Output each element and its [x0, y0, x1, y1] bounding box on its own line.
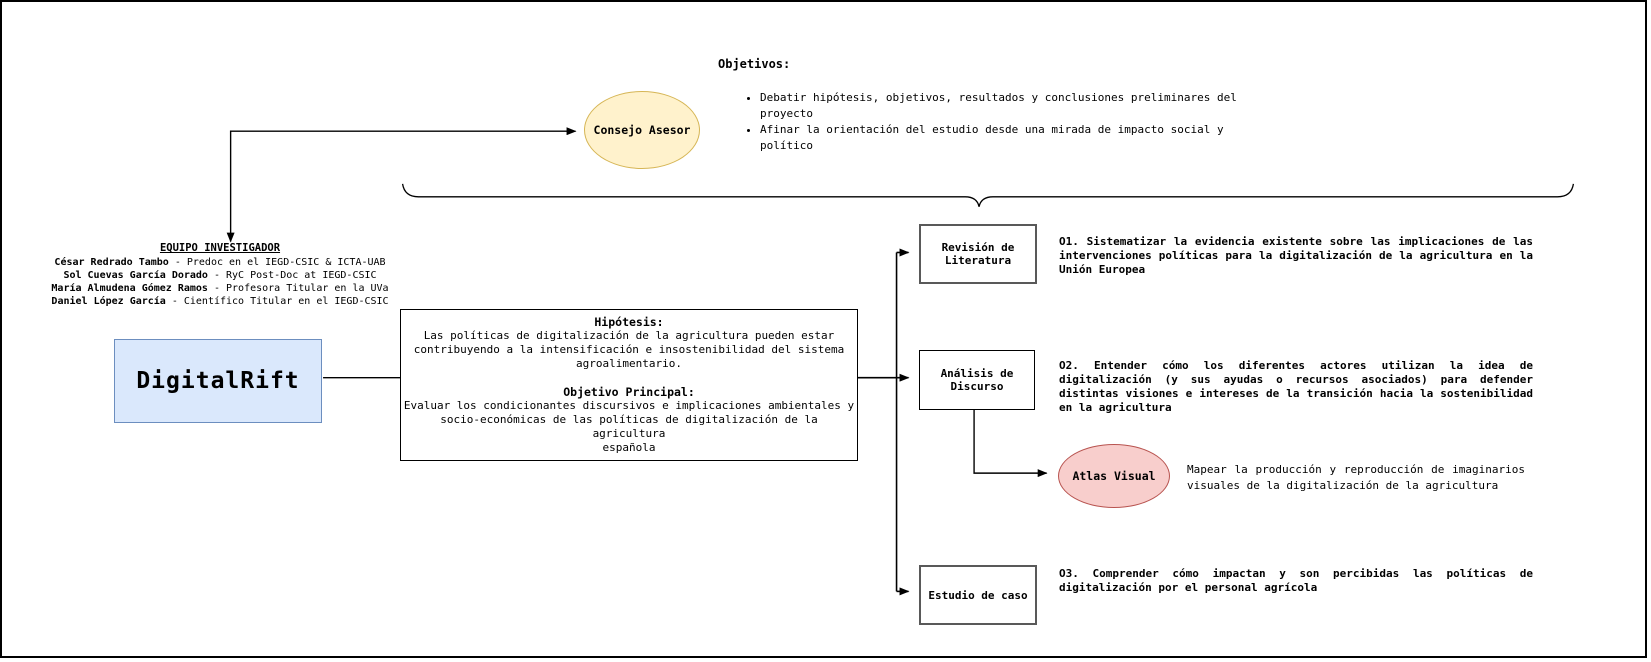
objective-bullet: Debatir hipótesis, objetivos, resultados… [760, 90, 1238, 122]
discourse-atlas-arrow [973, 408, 1048, 478]
objectives-title: Objetivos: [718, 57, 791, 71]
team-member: Daniel López García - Científico Titular… [50, 295, 390, 308]
case-study-label: Estudio de caso [928, 588, 1028, 602]
member-separator: - [165, 296, 184, 307]
advisory-board-node[interactable]: Consejo Asesor [584, 91, 700, 169]
member-name: María Almudena Gómez Ramos [51, 283, 208, 294]
team-title: EQUIPO INVESTIGADOR [159, 242, 281, 254]
case-study-node[interactable]: Estudio de caso [919, 565, 1037, 625]
literature-review-node[interactable]: Revisión de Literatura [919, 224, 1037, 284]
hypothesis-title: Hipótesis: [594, 315, 664, 329]
project-node[interactable]: DigitalRift [114, 339, 322, 423]
team-advisory-connector-arrow [226, 127, 577, 243]
main-objective-title: Objetivo Principal: [563, 385, 695, 399]
team-member: María Almudena Gómez Ramos - Profesora T… [50, 282, 390, 295]
advisory-board-label: Consejo Asesor [593, 122, 691, 137]
member-role: Profesora Titular en la UVa [226, 283, 389, 294]
outcome-o2-text: O2. Entender cómo los diferentes actores… [1059, 359, 1533, 414]
team-member: César Redrado Tambo - Predoc en el IEGD-… [50, 256, 390, 269]
team-member: Sol Cuevas García Dorado - RyC Post-Doc … [50, 269, 390, 282]
project-label: DigitalRift [136, 367, 300, 394]
advisory-scope-brace [401, 183, 1575, 207]
outcome-o3-text: O3. Comprender cómo impactan y son perci… [1059, 567, 1533, 594]
member-name: César Redrado Tambo [54, 257, 169, 268]
discourse-analysis-node[interactable]: Análisis de Discurso [919, 350, 1035, 410]
member-separator: - [207, 270, 227, 281]
member-role: RyC Post-Doc at IEGD-CSIC [226, 270, 377, 281]
member-role: Científico Titular en el IEGD-CSIC [183, 296, 389, 307]
member-name: Sol Cuevas García Dorado [63, 270, 208, 281]
research-team-block: EQUIPO INVESTIGADOR César Redrado Tambo … [50, 242, 390, 308]
visual-atlas-caption: Mapear la producción y reproducción de i… [1187, 463, 1525, 492]
discourse-analysis-label: Análisis de Discurso [940, 367, 1014, 393]
member-separator: - [207, 283, 227, 294]
main-objective-body: Evaluar los condicionantes discursivos e… [403, 399, 855, 454]
hypothesis-objective-node[interactable]: Hipótesis: Las políticas de digitalizaci… [400, 309, 858, 461]
visual-atlas-label: Atlas Visual [1072, 468, 1156, 483]
visual-atlas-node[interactable]: Atlas Visual [1058, 444, 1170, 508]
objective-bullet: Afinar la orientación del estudio desde … [760, 122, 1238, 154]
member-separator: - [168, 257, 187, 268]
hypothesis-body: Las políticas de digitalización de la ag… [413, 329, 845, 370]
member-role: Predoc en el IEGD-CSIC & ICTA-UAB [186, 257, 386, 268]
member-name: Daniel López García [51, 296, 166, 307]
objectives-list: Debatir hipótesis, objetivos, resultados… [746, 90, 1238, 154]
outcome-o1-text: O1. Sistematizar la evidencia existente … [1059, 235, 1533, 276]
literature-review-label: Revisión de Literatura [941, 241, 1015, 267]
